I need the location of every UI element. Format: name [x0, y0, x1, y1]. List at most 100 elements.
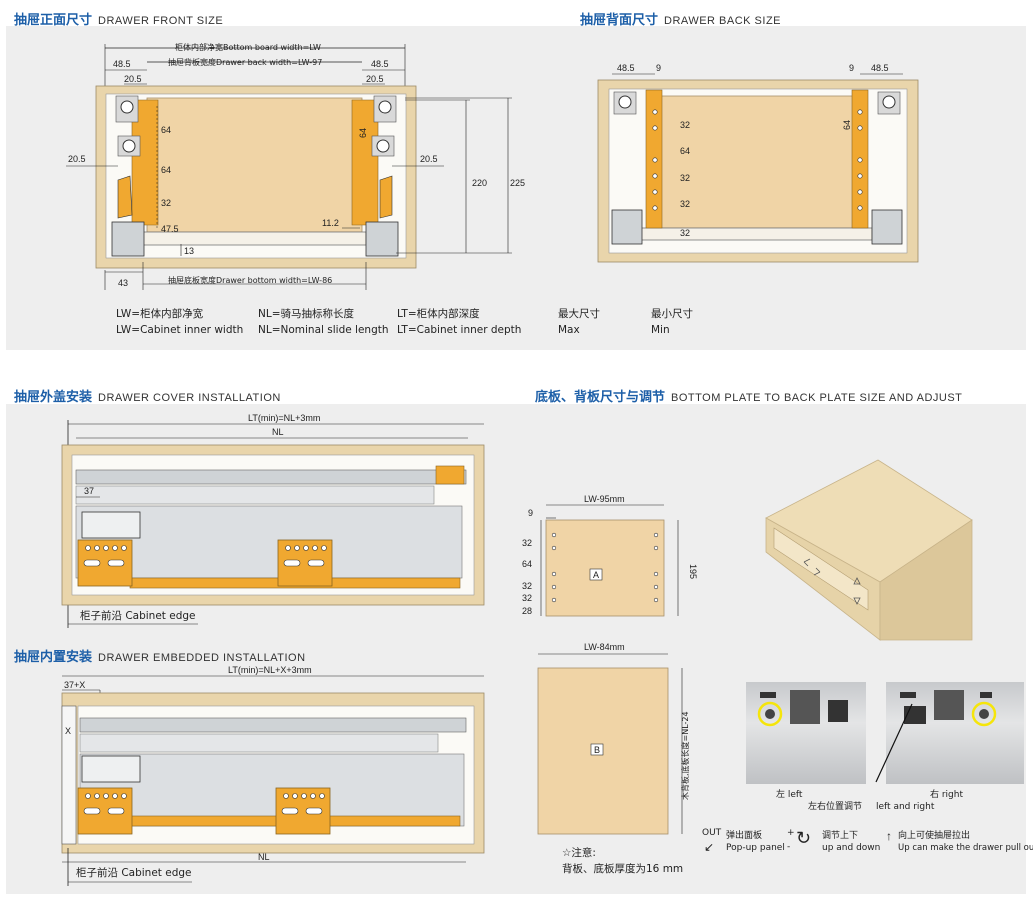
adjust-updown-cn: 调节上下: [822, 831, 859, 841]
legend-max-cn: 最大尺寸: [558, 308, 600, 320]
plate-a-32-c: 32: [522, 593, 532, 603]
up-arrow-icon: ↑: [886, 829, 892, 843]
adjust-lr-cn: 左右位置调节: [808, 802, 863, 812]
cover-dim-37: 37: [84, 486, 94, 496]
dim-225: 225: [510, 178, 525, 188]
adjust-screw-left-icon[interactable]: [757, 701, 783, 727]
plate-a-height: 195: [688, 564, 698, 579]
plate-a-32-b: 32: [522, 581, 532, 591]
embedded-x-label: X: [65, 726, 71, 736]
legend-max-en: Max: [558, 324, 580, 336]
legend-lw-en: LW=Cabinet inner width: [116, 324, 244, 336]
dim-20-5-top-right: 20.5: [366, 74, 384, 84]
plate-b-width: LW-84mm: [584, 642, 625, 652]
dim-48-5-left: 48.5: [113, 59, 131, 69]
heading-cover-cn: 抽屉外盖安装: [14, 390, 93, 405]
dim-20-5-right: 20.5: [420, 154, 438, 164]
dim-bottom-board: 柜体内部净宽Bottom board width=LW: [175, 42, 321, 52]
plate-b-label: B: [594, 745, 600, 755]
dim-13: 13: [184, 246, 194, 256]
back-dim-32-b: 32: [680, 173, 690, 183]
legend-min-en: Min: [651, 324, 670, 336]
dim-bottom-width: 抽屉底板宽度Drawer bottom width=LW-86: [168, 275, 332, 285]
notice-title: ☆注意:: [562, 847, 596, 859]
plate-a-width: LW-95mm: [584, 494, 625, 504]
plate-a-64: 64: [522, 559, 532, 569]
adjust-screw-right-icon[interactable]: [971, 701, 997, 727]
heading-back: 抽屉背面尺寸 DRAWER BACK SIZE: [580, 9, 781, 28]
legend-lt-cn: LT=柜体内部深度: [397, 308, 480, 320]
adjust-left-label: 左 left: [776, 790, 803, 800]
adjust-lr-en: left and right: [876, 802, 935, 812]
dim-43: 43: [118, 278, 128, 288]
dim-back-width: 抽屉背板宽度Drawer back width=LW-97: [168, 57, 322, 67]
heading-embedded-en: DRAWER EMBEDDED INSTALLATION: [98, 652, 306, 664]
heading-cover-en: DRAWER COVER INSTALLATION: [98, 392, 281, 404]
dim-32: 32: [161, 198, 171, 208]
embedded-edge-label: 柜子前沿 Cabinet edge: [76, 867, 192, 879]
back-dim-32-d: 32: [680, 228, 690, 238]
back-dim-9-left: 9: [656, 63, 661, 73]
cover-edge-label: 柜子前沿 Cabinet edge: [80, 610, 196, 622]
embedded-lt: LT(min)=NL+X+3mm: [228, 665, 312, 675]
back-dim-32-a: 32: [680, 120, 690, 130]
cover-nl: NL: [272, 427, 284, 437]
back-dim-64: 64: [680, 146, 690, 156]
dim-64-right: 64: [358, 128, 368, 138]
rotate-icon: ↻: [796, 828, 812, 848]
heading-embedded-cn: 抽屉内置安装: [14, 650, 93, 665]
heading-plate-cn: 底板、背板尺寸与调节: [535, 390, 666, 405]
dim-220: 220: [472, 178, 487, 188]
legend-nl: NL=骑马抽标称长度 NL=Nominal slide length: [258, 306, 389, 338]
adjust-photo-right: [875, 682, 1024, 784]
adjust-out: OUT: [702, 828, 722, 838]
heading-cover: 抽屉外盖安装 DRAWER COVER INSTALLATION: [14, 386, 281, 405]
dim-20-5-top-left: 20.5: [124, 74, 142, 84]
heading-plate: 底板、背板尺寸与调节 BOTTOM PLATE TO BACK PLATE SIZ…: [535, 386, 962, 405]
legend-min: 最小尺寸 Min: [651, 306, 693, 338]
legend-nl-en: NL=Nominal slide length: [258, 324, 389, 336]
legend-lw-cn: LW=柜体内部净宽: [116, 308, 204, 320]
heading-plate-en: BOTTOM PLATE TO BACK PLATE SIZE AND ADJU…: [671, 392, 963, 404]
dim-20-5-left: 20.5: [68, 154, 86, 164]
back-dim-48-5-right: 48.5: [871, 63, 889, 73]
plate-b-height: 木背板,底板长度=NL-24: [680, 711, 690, 800]
adjust-photo-left: [746, 682, 866, 784]
legend-min-cn: 最小尺寸: [651, 308, 693, 320]
heading-embedded: 抽屉内置安装 DRAWER EMBEDDED INSTALLATION: [14, 646, 306, 665]
legend-lt-en: LT=Cabinet inner depth: [397, 324, 522, 336]
back-dim-32-c: 32: [680, 199, 690, 209]
plate-a-label: A: [593, 570, 599, 580]
adjust-popup-cn: 弹出面板: [726, 831, 763, 841]
notice-body: 背板、底板厚度为16 mm: [562, 863, 684, 875]
cover-lt: LT(min)=NL+3mm: [248, 413, 320, 423]
back-dim-48-5-left: 48.5: [617, 63, 635, 73]
adjust-updown-en: up and down: [822, 843, 881, 853]
heading-front-cn: 抽屉正面尺寸: [14, 13, 93, 28]
dim-11-2: 11.2: [322, 218, 339, 228]
heading-back-cn: 抽屉背面尺寸: [580, 13, 659, 28]
plate-a-dim-9: 9: [528, 508, 533, 518]
adjust-right-label: 右 right: [930, 790, 964, 800]
adjust-minus: -: [787, 842, 791, 852]
legend-lw: LW=柜体内部净宽 LW=Cabinet inner width: [116, 306, 243, 338]
embedded-nl: NL: [258, 852, 270, 862]
heading-front-en: DRAWER FRONT SIZE: [98, 15, 224, 27]
heading-back-en: DRAWER BACK SIZE: [664, 15, 782, 27]
dim-64-a: 64: [161, 125, 171, 135]
adjust-pull-en: Up can make the drawer pull out: [898, 843, 1033, 853]
dim-48-5-right: 48.5: [371, 59, 389, 69]
legend-lt: LT=柜体内部深度 LT=Cabinet inner depth: [397, 306, 521, 338]
dim-64-b: 64: [161, 165, 171, 175]
back-dim-9-right: 9: [849, 63, 854, 73]
dim-47-5: 47.5: [161, 224, 179, 234]
heading-front: 抽屉正面尺寸 DRAWER FRONT SIZE: [14, 9, 223, 28]
legend-nl-cn: NL=骑马抽标称长度: [258, 308, 355, 320]
popup-arrow-icon: ↙: [704, 840, 715, 854]
